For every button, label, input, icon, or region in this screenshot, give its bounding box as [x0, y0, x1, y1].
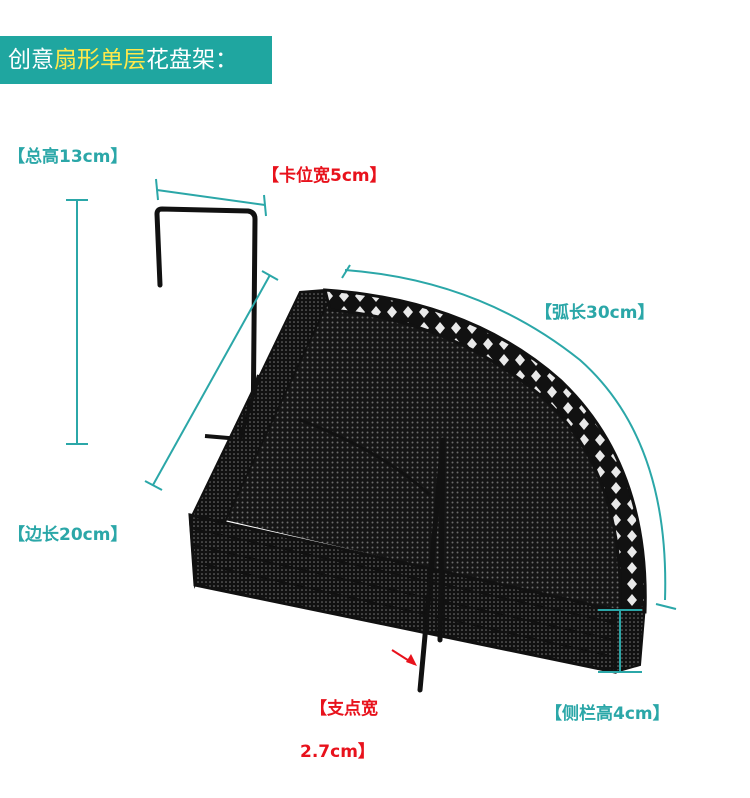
side-length-label: 【边长20cm】: [8, 525, 128, 545]
rail-height-label: 【侧栏高4cm】: [545, 704, 670, 724]
support-leg: [417, 437, 446, 693]
product-image: [154, 206, 647, 693]
dimension-lines: [66, 178, 677, 673]
arc-length-label: 【弧长30cm】: [535, 303, 655, 323]
arc-length-line: [341, 264, 677, 610]
support-pointer-arrow: [391, 649, 417, 666]
title-prefix: 创意: [8, 47, 54, 73]
title-highlight: 扇形单层: [54, 47, 146, 73]
total-height-label: 【总高13cm】: [8, 147, 128, 167]
clip-width-line: [155, 178, 267, 217]
basket-right-wall: [614, 603, 647, 674]
title-suffix: 花盘架：: [146, 47, 238, 73]
title-banner: 创意扇形单层花盘架：: [0, 36, 272, 84]
rail-height-line: [598, 609, 642, 673]
support-width-label-line1: 【支点宽: [310, 699, 378, 719]
side-length-line: [144, 270, 279, 491]
total-height-line: [66, 199, 88, 445]
clip-width-label: 【卡位宽5cm】: [262, 166, 387, 186]
hook-wire: [154, 206, 258, 443]
support-width-label-line2: 2.7cm】: [300, 742, 375, 762]
page-title: 创意扇形单层花盘架：: [8, 45, 238, 75]
